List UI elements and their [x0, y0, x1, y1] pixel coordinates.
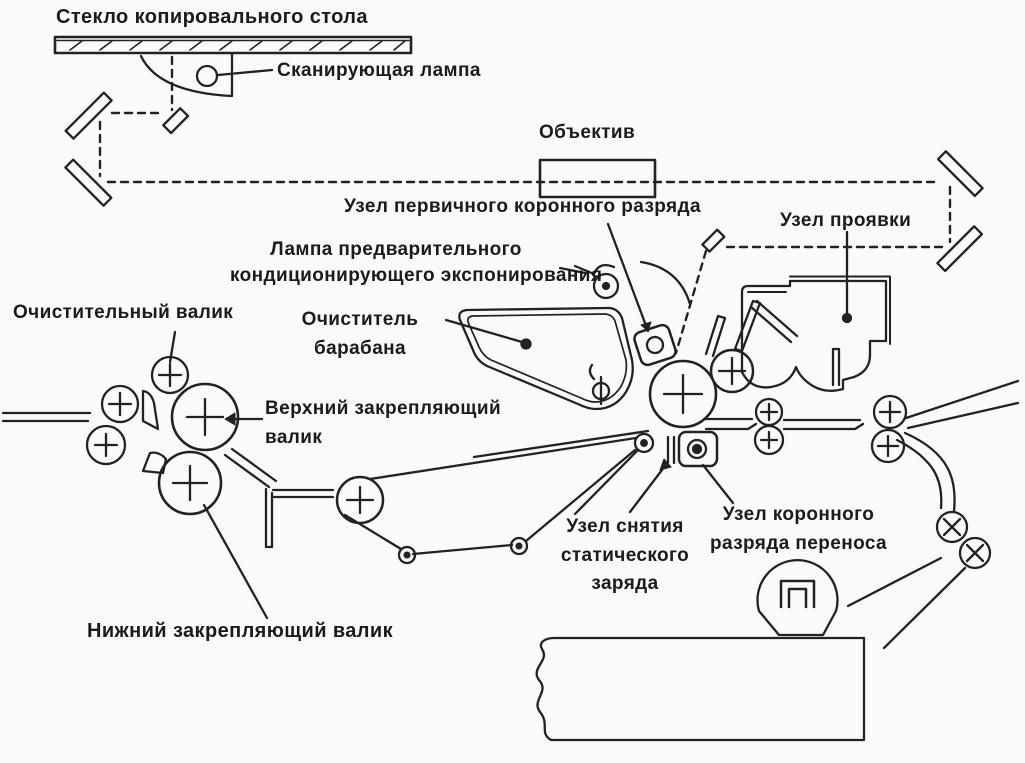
- transport-belt-shape: [335, 429, 655, 565]
- scan-lamp-leader: [216, 68, 274, 77]
- static-removal-leader: [573, 448, 640, 516]
- precond-lamp-shape: [558, 264, 620, 300]
- static-removal-leader: [628, 464, 667, 514]
- fuser-rollers-shape: [85, 330, 269, 620]
- copy-glass-shape: [53, 35, 413, 55]
- drum-cleaner-shape: [444, 306, 634, 411]
- mirror-icon: [936, 150, 984, 198]
- mirror-icon: [64, 158, 113, 207]
- mirror-icon: [162, 107, 190, 135]
- precond-lamp-leader: [558, 266, 587, 275]
- drum-cleaner-leader: [444, 318, 524, 344]
- label-transfer-corona: Узел коронного разряда переноса: [709, 504, 887, 554]
- drum-shape: [648, 359, 718, 429]
- paper-guides-left: [1, 411, 335, 549]
- exit-paper-path: [704, 379, 1020, 650]
- x-roller: [935, 510, 969, 544]
- drum-shield-arc: [639, 260, 692, 306]
- mirror-icons: [64, 91, 984, 273]
- label-drum-cleaner: Очиститель барабана: [301, 309, 419, 359]
- label-lens: Объектив: [539, 122, 636, 143]
- label-scan-lamp: Сканирующая лампа: [277, 60, 481, 81]
- label-upper-fixing-roller: Верхний закрепляющий валик: [265, 398, 502, 449]
- cleaning-roller-leader: [168, 330, 177, 364]
- primary-corona-leader: [606, 222, 650, 333]
- developer-unit-shape: [704, 230, 891, 392]
- lower-roller-leader: [202, 503, 269, 620]
- label-dev-unit: Узел проявки: [780, 210, 912, 231]
- transfer-corona-leader: [701, 463, 735, 505]
- developer-roller-shape: [709, 348, 755, 394]
- mirror-icon: [701, 228, 726, 253]
- label-static-removal: Узел снятия статического заряда: [560, 516, 690, 594]
- label-lower-fixing-roller: Нижний закрепляющий валик: [87, 620, 394, 642]
- label-precond-lamp: Лампа предварительного кондиционирующего…: [230, 239, 603, 286]
- x-roller: [958, 536, 992, 570]
- label-cleaning-roller: Очистительный валик: [13, 302, 234, 323]
- fuser-claw: [141, 451, 168, 475]
- lens-shape: [538, 158, 657, 199]
- label-primary-corona: Узел первичного коронного разряда: [344, 196, 701, 217]
- fuser-claw: [141, 389, 160, 431]
- static-eliminator-shape: [573, 435, 676, 516]
- feed-bell-shape: [756, 559, 839, 637]
- mirror-icon: [936, 225, 984, 273]
- mirror-icon: [64, 91, 113, 140]
- transfer-corona-shape: [677, 430, 735, 505]
- label-copy-glass: Стекло копировального стола: [56, 6, 368, 28]
- scanning-lamp-shape: [139, 52, 274, 98]
- light-path: [98, 55, 952, 355]
- primary-corona-shape: [606, 222, 677, 367]
- paper-tray-shape: [535, 636, 866, 742]
